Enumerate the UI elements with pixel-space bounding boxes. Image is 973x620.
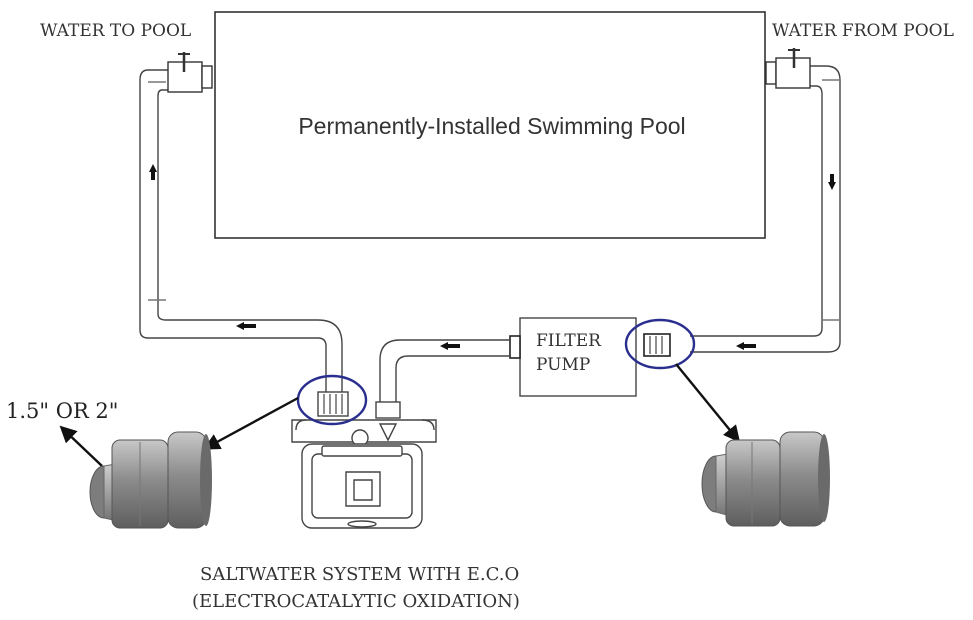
pump-outlet-fitting [509,335,521,359]
return-valve [167,52,213,93]
water-to-pool-label: WATER TO POOL [40,21,191,41]
pool-title: Permanently-Installed Swimming Pool [298,113,685,139]
system-fitting-highlight [296,374,368,426]
filter-pump [519,317,637,397]
flow-arrow-left-2 [440,342,448,350]
pump-inlet-fitting [643,333,671,357]
pump-to-system-pipe [379,339,510,404]
flow-arrow-left-3 [736,342,744,350]
flow-arrow-up [149,164,157,172]
pointer-arrow-right [675,363,741,443]
right-union-fitting [701,431,830,527]
suction-valve [765,48,811,89]
pointer-arrow-left [203,396,299,450]
flow-arrow-up-tail [151,172,155,180]
return-pipe [139,69,343,392]
union-size-label: 1.5" OR 2" [6,399,118,423]
flow-arrow-down [828,182,836,190]
swimming-pool [214,11,766,239]
water-from-pool-label: WATER FROM POOL [772,21,954,41]
left-union-fitting [89,431,212,529]
flow-arrow-down-tail [830,174,834,182]
flow-arrows [149,164,836,350]
size-pointer-arrow [59,425,103,467]
system-inlet-fitting [317,391,349,417]
system-outlet-fitting [375,401,401,419]
pump-fitting-highlight [624,318,696,370]
suction-pipe [690,65,841,353]
filter-pump-label-line2: PUMP [536,355,590,375]
flow-arrow-left-1 [236,322,244,330]
system-caption-line2: (ELECTROCATALYTIC OXIDATION) [192,591,520,612]
system-caption-line1: SALTWATER SYSTEM WITH E.C.O [200,564,519,585]
saltwater-system [291,391,437,529]
filter-pump-label-line1: FILTER [536,331,602,351]
